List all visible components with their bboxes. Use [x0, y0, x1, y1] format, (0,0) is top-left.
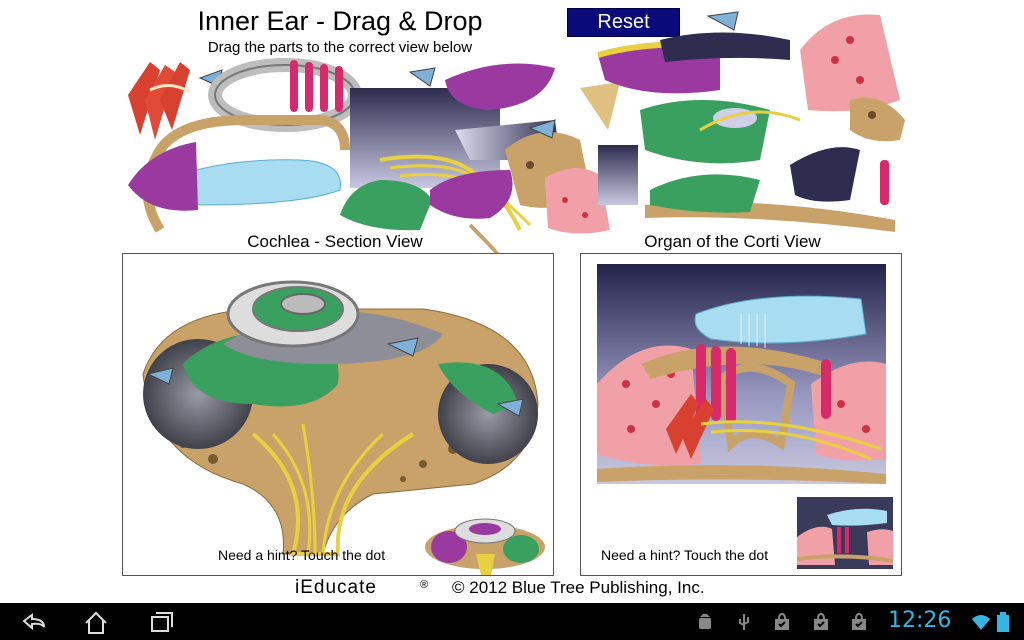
- footer: iEducate ® © 2012 Blue Tree Publishing, …: [0, 577, 1024, 599]
- part-small-eye-4[interactable]: [706, 11, 739, 31]
- shopping-bag-icon: [771, 611, 793, 633]
- page-title: Inner Ear - Drag & Drop: [197, 6, 483, 36]
- shopping-bag-icon: [848, 611, 870, 633]
- cochlea-panel-label: Cochlea - Section View: [247, 232, 423, 251]
- status-clock: 12:26: [888, 608, 952, 633]
- part-pink-cells-center[interactable]: [545, 168, 610, 234]
- part-outer-hair-cells[interactable]: [290, 60, 343, 112]
- part-dark-band[interactable]: [660, 32, 790, 63]
- cochlea-hint-text: Need a hint? Touch the dot: [218, 547, 386, 563]
- part-purple-wedge-mid[interactable]: [430, 170, 513, 219]
- reset-button[interactable]: Reset: [567, 8, 680, 37]
- corti-hint-text: Need a hint? Touch the dot: [601, 547, 769, 563]
- corti-hint-thumbnail[interactable]: [796, 497, 894, 569]
- part-green-membrane-2[interactable]: [640, 100, 770, 164]
- wifi-icon: [970, 611, 992, 633]
- part-bone-triangle[interactable]: [580, 82, 620, 130]
- part-nerve-fibers-2[interactable]: [699, 110, 801, 132]
- part-tectorial-membrane[interactable]: [177, 159, 341, 206]
- instructions-text: Drag the parts to the correct view below: [207, 39, 473, 56]
- part-purple-cap[interactable]: [445, 63, 555, 110]
- part-bone-right[interactable]: [850, 97, 905, 142]
- part-small-eye-2[interactable]: [408, 67, 436, 87]
- draggable-parts-area: [0, 0, 1024, 260]
- back-icon[interactable]: [16, 607, 52, 637]
- copyright-text: © 2012 Blue Tree Publishing, Inc.: [452, 578, 705, 597]
- corti-panel-label: Organ of the Corti View: [644, 232, 821, 251]
- part-basilar-membrane[interactable]: [645, 174, 895, 232]
- part-red-hair-cells[interactable]: [128, 62, 191, 140]
- part-green-membrane-1[interactable]: [340, 180, 432, 231]
- cochlea-hint-thumbnail[interactable]: [421, 509, 549, 575]
- corti-drop-panel[interactable]: Need a hint? Touch the dot: [580, 253, 902, 576]
- part-grey-slab[interactable]: [598, 145, 638, 205]
- usb-icon: [733, 611, 755, 633]
- shopping-bag-icon: [810, 611, 832, 633]
- part-pink-cells-right[interactable]: [800, 14, 900, 112]
- part-dark-right[interactable]: [790, 147, 860, 202]
- recent-apps-icon[interactable]: [142, 607, 178, 637]
- cochlea-drop-panel[interactable]: Need a hint? Touch the dot: [122, 253, 554, 576]
- registered-mark: ®: [420, 579, 429, 591]
- battery-icon: [996, 611, 1010, 633]
- home-icon[interactable]: [78, 607, 114, 637]
- android-debug-icon: [694, 611, 716, 633]
- part-purple-wedge-left[interactable]: [128, 142, 198, 211]
- system-navigation-bar: 12:26: [0, 603, 1024, 640]
- part-inner-hair-cell[interactable]: [880, 160, 889, 205]
- brand-logo: iEducate: [295, 577, 377, 598]
- part-small-eye-3[interactable]: [528, 119, 556, 139]
